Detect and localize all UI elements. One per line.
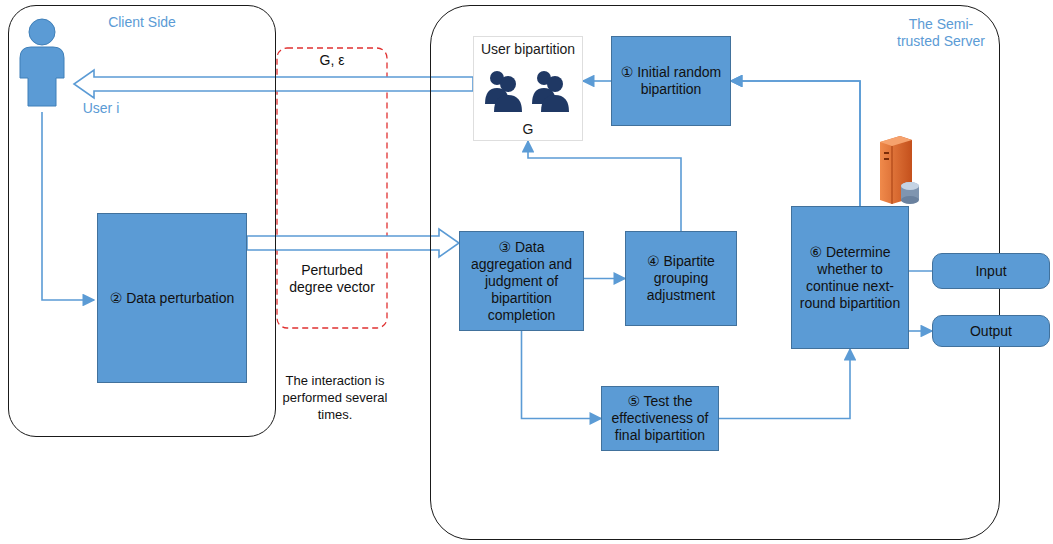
edge-label: G, ε	[287, 52, 377, 69]
box-label: User bipartition	[481, 41, 575, 58]
output-box: Output	[932, 315, 1050, 347]
client-panel: Client Side ② Data perturbation	[8, 5, 276, 437]
box-label: ④ Bipartite grouping adjustment	[633, 253, 729, 304]
user-label: User i	[76, 100, 126, 117]
box-label: ① Initial random bipartition	[619, 64, 723, 98]
panel-title: The Semi-trusted Server	[895, 16, 987, 50]
box-label: Input	[975, 263, 1006, 280]
bipartition-box: User bipartitionG	[473, 36, 583, 141]
flow-arrow	[731, 81, 860, 206]
flow-arrow	[909, 330, 932, 332]
flow-arrow	[522, 331, 602, 419]
server-icon	[880, 136, 919, 204]
box-label: Output	[970, 323, 1012, 340]
hollow-arrow	[74, 70, 473, 98]
user-icon	[20, 19, 64, 106]
box-label: ② Data perturbation	[110, 290, 235, 307]
flow-arrow	[528, 141, 681, 231]
user-link	[42, 112, 94, 300]
box-label: ⑤ Test the effectiveness of final bipart…	[609, 393, 711, 444]
flow-arrow	[719, 349, 850, 419]
box-label: ③ Data aggregation and judgment of bipar…	[467, 239, 576, 324]
hollow-arrow	[247, 229, 459, 257]
box-label: ⑥ Determine whether to continue next-rou…	[799, 244, 901, 312]
server-panel: The Semi-trusted ServerUser bipartitionG…	[430, 5, 1000, 540]
panel-title: Client Side	[9, 14, 275, 31]
process-box: ② Data perturbation	[97, 213, 247, 383]
process-box: ③ Data aggregation and judgment of bipar…	[459, 231, 584, 331]
decision-box: ⑥ Determine whether to continue next-rou…	[791, 206, 909, 349]
flow-arrow	[583, 80, 611, 82]
edge-label: Perturbed degree vector	[282, 262, 382, 296]
process-box: ⑤ Test the effectiveness of final bipart…	[601, 386, 719, 451]
flow-arrow	[584, 278, 625, 280]
process-box: ④ Bipartite grouping adjustment	[625, 231, 737, 326]
input-box: Input	[932, 253, 1050, 289]
process-box: ① Initial random bipartition	[611, 36, 731, 126]
user-group-icon	[485, 71, 569, 112]
note-text: The interaction is performed several tim…	[278, 372, 392, 423]
box-label: G	[523, 121, 534, 138]
